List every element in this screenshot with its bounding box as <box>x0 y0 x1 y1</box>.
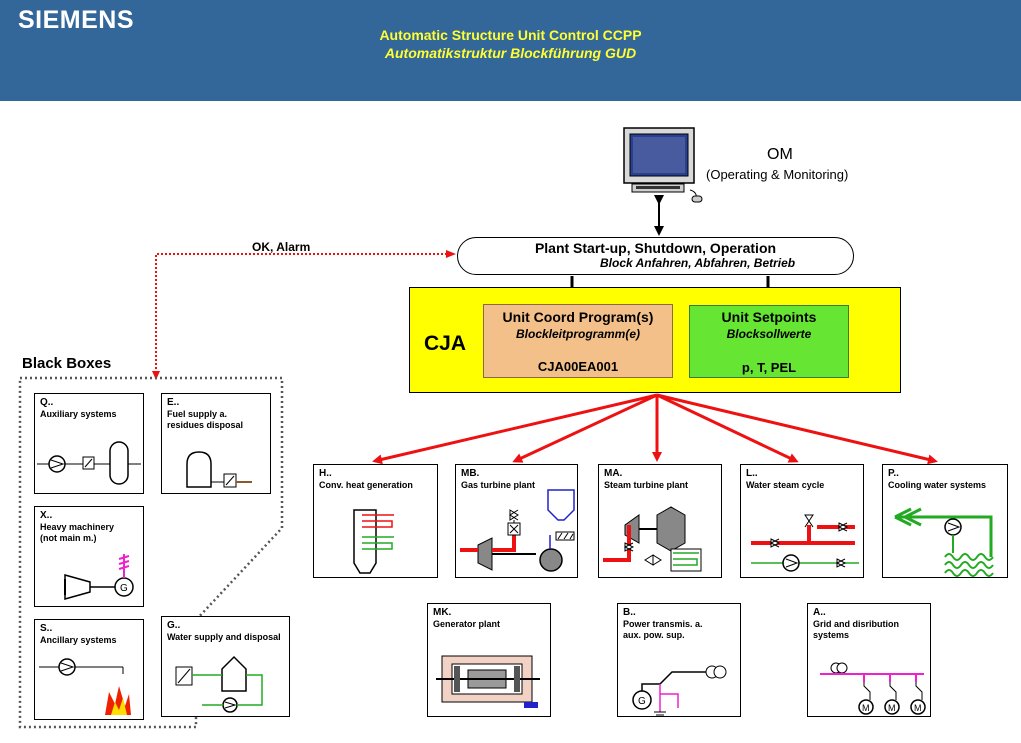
motor-letter: M <box>862 703 870 713</box>
system-code: E.. <box>167 397 180 408</box>
unit-coord-program-box: Unit Coord Program(s) Blockleitprogramm(… <box>483 304 673 378</box>
system-box-x: X.. Heavy machinery (not main m.) G <box>34 506 144 607</box>
system-box-q: Q.. Auxiliary systems <box>34 393 144 494</box>
setpoints-subtitle: Blocksollwerte <box>726 327 812 341</box>
system-code: S.. <box>40 623 53 634</box>
plant-operation-label: Plant Start-up, Shutdown, Operation <box>534 240 777 256</box>
system-box-mk: MK. Generator plant <box>427 603 551 717</box>
system-desc: Auxiliary systems <box>40 409 117 419</box>
om-label: OM <box>767 146 793 163</box>
system-code: P.. <box>888 468 899 479</box>
system-box-ma: MA. Steam turbine plant <box>598 464 722 578</box>
header-banner: SIEMENS Automatic Structure Unit Control… <box>0 0 1021 101</box>
coord-title: Unit Coord Program(s) <box>502 309 654 325</box>
water-supply-icon <box>175 655 263 713</box>
system-box-b: B.. Power transmis. a. aux. pow. sup. G <box>617 603 741 717</box>
generator-plant-icon <box>436 655 540 708</box>
plant-operation-sublabel: Block Anfahren, Abfahren, Betrieb <box>600 256 796 270</box>
system-desc: Gas turbine plant <box>461 480 536 490</box>
system-box-s: S.. Ancillary systems <box>34 619 144 720</box>
system-code: B.. <box>623 607 636 618</box>
coord-subtitle: Blockleitprogramm(e) <box>515 327 641 341</box>
system-code: L.. <box>746 468 758 479</box>
system-box-g: G.. Water supply and disposal <box>161 616 290 717</box>
system-box-h: H.. Conv. heat generation <box>313 464 438 578</box>
feedback-arrowhead-right <box>446 250 456 258</box>
page-subtitle: Automatikstruktur Blockführung GUD <box>384 45 637 61</box>
gas-turbine-icon <box>460 489 575 572</box>
system-box-e: E.. Fuel supply a. residues disposal <box>161 393 271 494</box>
system-desc: Water supply and disposal <box>167 632 281 642</box>
plant-operation-node: Plant Start-up, Shutdown, Operation Bloc… <box>457 237 854 275</box>
ancillary-systems-icon <box>39 658 131 715</box>
feedback-dotted-line <box>155 253 452 373</box>
steam-turbine-icon <box>603 506 702 572</box>
system-box-l: L.. Water steam cycle <box>740 464 864 578</box>
system-desc: Heavy machinery (not main m.) <box>40 522 115 543</box>
motor-letter: M <box>888 703 896 713</box>
system-code: Q.. <box>40 397 54 408</box>
siemens-logo: SIEMENS <box>18 6 135 34</box>
system-box-p: P.. Cooling water systems <box>882 464 1008 578</box>
system-desc: Water steam cycle <box>746 480 825 490</box>
auxiliary-systems-icon <box>37 441 141 485</box>
system-desc: Grid and disribution systems <box>813 619 899 640</box>
heavy-machinery-icon: G <box>64 554 134 600</box>
setpoints-values: p, T, PEL <box>741 360 797 375</box>
system-code: MA. <box>604 468 623 479</box>
system-desc: Cooling water systems <box>888 480 987 490</box>
cooling-water-icon <box>894 507 994 577</box>
feedback-arrowhead-down <box>152 371 160 380</box>
system-code: X.. <box>40 510 53 521</box>
system-box-mb: MB. Gas turbine plant <box>455 464 578 578</box>
heat-generation-icon <box>353 509 394 574</box>
computer-monitor-icon <box>623 127 703 203</box>
system-code: H.. <box>319 468 332 479</box>
system-desc: Conv. heat generation <box>319 480 413 490</box>
unit-setpoints-box: Unit Setpoints Blocksollwerte p, T, PEL <box>689 305 849 378</box>
water-steam-cycle-icon <box>751 514 859 572</box>
setpoints-title: Unit Setpoints <box>721 309 817 325</box>
system-code: A.. <box>813 607 826 618</box>
generator-letter: G <box>638 696 646 707</box>
system-desc: Ancillary systems <box>40 635 117 645</box>
fuel-supply-icon <box>186 451 252 488</box>
red-fanout-arrows <box>372 393 938 465</box>
system-desc: Steam turbine plant <box>604 480 689 490</box>
system-code: MK. <box>433 607 452 618</box>
system-code: G.. <box>167 620 181 631</box>
feedback-label: OK, Alarm <box>252 240 311 254</box>
cja-label: CJA <box>424 332 467 355</box>
grid-distribution-icon: M M M <box>820 662 926 715</box>
system-desc: Fuel supply a. residues disposal <box>167 409 244 430</box>
generator-letter: G <box>120 583 128 594</box>
power-transmission-icon: G <box>632 665 727 716</box>
coord-id: CJA00EA001 <box>537 359 619 374</box>
black-boxes-title: Black Boxes <box>22 355 112 372</box>
page-title: Automatic Structure Unit Control CCPP <box>379 27 642 43</box>
system-code: MB. <box>461 468 480 479</box>
motor-letter: M <box>914 703 922 713</box>
system-box-a: A.. Grid and disribution systems M M M <box>807 603 931 717</box>
black-boxes-outline <box>18 376 284 729</box>
system-desc: Generator plant <box>433 619 501 629</box>
system-desc: Power transmis. a. aux. pow. sup. <box>623 619 703 640</box>
om-sublabel: (Operating & Monitoring) <box>706 167 849 182</box>
